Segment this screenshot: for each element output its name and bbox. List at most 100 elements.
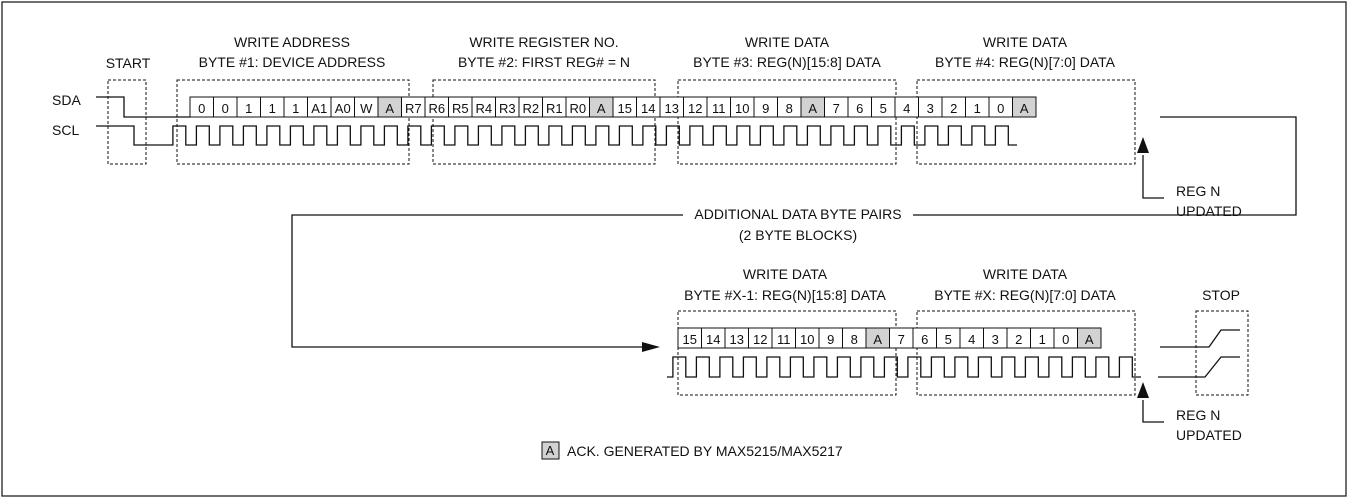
byteX-title-line2: BYTE #X: REG(N)[7:0] DATA <box>934 287 1116 303</box>
legend-ack-swatch <box>541 441 560 460</box>
additional-pairs-line2: (2 BYTE BLOCKS) <box>739 227 857 243</box>
sda-label: SDA <box>52 92 81 108</box>
reg-updated-line1-row2: REG N <box>1176 407 1220 423</box>
byteX1-bit-label: 13 <box>730 332 744 347</box>
stop-condition-box <box>1195 310 1249 396</box>
byte1-bit-label: 0 <box>198 101 205 116</box>
byteX1-ack-label: A <box>873 332 882 347</box>
scl-clock-row1 <box>167 125 1017 146</box>
byteX1-bit-label: 14 <box>706 332 720 347</box>
byte2-bit-label: R3 <box>499 101 516 116</box>
reg-updated-pointer-row2 <box>1142 400 1164 423</box>
continuation-connector <box>291 214 683 348</box>
byte3-bit-label: 8 <box>786 101 793 116</box>
byte3-bit-label: 12 <box>688 101 702 116</box>
byteX-bit-label: 0 <box>1062 332 1069 347</box>
byteX1-bit-label: 15 <box>683 332 697 347</box>
additional-pairs-line1: ADDITIONAL DATA BYTE PAIRS <box>694 206 901 222</box>
byte3-group-box <box>677 79 897 165</box>
byte1-bit-label: W <box>360 101 373 116</box>
legend-ack-symbol: A <box>546 443 555 458</box>
byte4-group-box <box>916 79 1136 165</box>
byteX1-group-box <box>677 310 897 396</box>
byte4-bit-label: 2 <box>950 101 957 116</box>
start-condition-box <box>107 79 147 165</box>
scl-clock-row2 <box>667 356 1141 378</box>
reg-updated-pointer-row1 <box>1142 155 1164 199</box>
byte4-bit-label: 0 <box>997 101 1004 116</box>
start-label: START <box>106 55 151 71</box>
byte1-group-box <box>176 79 410 165</box>
byteX-title-line1: WRITE DATA <box>983 266 1068 282</box>
byte3-ack-label: A <box>808 101 817 116</box>
byte4-bit-label: 5 <box>880 101 887 116</box>
byte1-bit-label: 0 <box>222 101 229 116</box>
byte2-bit-label: R4 <box>475 101 492 116</box>
byteX1-title-line1: WRITE DATA <box>743 266 828 282</box>
scl-stop-waveform <box>1158 356 1240 378</box>
byte3-bit-label: 10 <box>735 101 749 116</box>
byte4-bit-label: 1 <box>974 101 981 116</box>
byte4-title-line1: WRITE DATA <box>983 34 1068 50</box>
byteX1-title-line2: BYTE #X-1: REG(N)[15:8] DATA <box>684 287 886 303</box>
byte4-title-line2: BYTE #4: REG(N)[7:0] DATA <box>935 54 1116 70</box>
byte3-title-line2: BYTE #3: REG(N)[15:8] DATA <box>693 54 881 70</box>
scl-label: SCL <box>52 122 79 138</box>
byteX-bit-label: 4 <box>968 332 975 347</box>
byte1-title-line1: WRITE ADDRESS <box>234 34 350 50</box>
byte2-group-box <box>432 79 656 165</box>
byte4-bit-label: 3 <box>927 101 934 116</box>
byteX1-bit-label: 8 <box>851 332 858 347</box>
byte3-bit-label: 13 <box>665 101 679 116</box>
byteX-ack-label: A <box>1085 332 1094 347</box>
byte4-bit-label: 4 <box>903 101 910 116</box>
byteX-bit-label: 3 <box>992 332 999 347</box>
byte2-bit-label: R2 <box>522 101 539 116</box>
byteX1-bit-label: 9 <box>827 332 834 347</box>
byte4-bit-label: 7 <box>833 101 840 116</box>
byteX1-bit-label: 10 <box>800 332 814 347</box>
byte4-bit-label: 6 <box>856 101 863 116</box>
byteX1-bit-label: 11 <box>777 332 791 347</box>
scl-waveform-row1 <box>96 125 167 146</box>
sda-waveform-row1 <box>96 96 1297 216</box>
byteX-bit-label: 1 <box>1039 332 1046 347</box>
byteX-bit-label: 6 <box>921 332 928 347</box>
byte2-bit-label: R7 <box>405 101 422 116</box>
byteX-bit-label: 5 <box>945 332 952 347</box>
byte2-title-line2: BYTE #2: FIRST REG# = N <box>458 54 630 70</box>
byte1-bit-label: 1 <box>292 101 299 116</box>
byte1-title-line2: BYTE #1: DEVICE ADDRESS <box>199 54 386 70</box>
byteX-bit-label: 2 <box>1015 332 1022 347</box>
reg-updated-line2-row2: UPDATED <box>1176 427 1242 443</box>
byte3-bit-label: 14 <box>641 101 655 116</box>
byte4-ack-label: A <box>1020 101 1029 116</box>
byteX-bit-label: 7 <box>898 332 905 347</box>
stop-label: STOP <box>1202 287 1240 303</box>
byteX-group-box <box>916 310 1136 396</box>
byteX1-bit-label: 12 <box>753 332 767 347</box>
byte3-bit-label: 9 <box>762 101 769 116</box>
reg-updated-arrow-icon-row1 <box>1137 137 1149 153</box>
legend-text: ACK. GENERATED BY MAX5215/MAX5217 <box>567 443 843 459</box>
byte1-bit-label: 1 <box>245 101 252 116</box>
byte4-ack-cell <box>1012 96 1037 118</box>
sda-waveform-row2 <box>1160 329 1240 348</box>
byte1-bit-label: A0 <box>335 101 351 116</box>
reg-updated-arrow-icon-row2 <box>1137 382 1149 398</box>
byte1-bit-label: 1 <box>269 101 276 116</box>
byte2-title-line1: WRITE REGISTER NO. <box>469 34 618 50</box>
byte3-bit-label: 15 <box>618 101 632 116</box>
reg-updated-line2-row1: UPDATED <box>1176 203 1242 219</box>
byte3-bit-label: 11 <box>712 101 726 116</box>
byte2-ack-label: A <box>597 101 606 116</box>
byte3-title-line1: WRITE DATA <box>745 34 830 50</box>
byteX-ack-cell <box>1077 327 1102 349</box>
byte1-bit-label: A1 <box>311 101 327 116</box>
byte2-bit-label: R5 <box>452 101 469 116</box>
continuation-arrow-icon <box>642 342 660 352</box>
reg-updated-line1-row1: REG N <box>1176 183 1220 199</box>
